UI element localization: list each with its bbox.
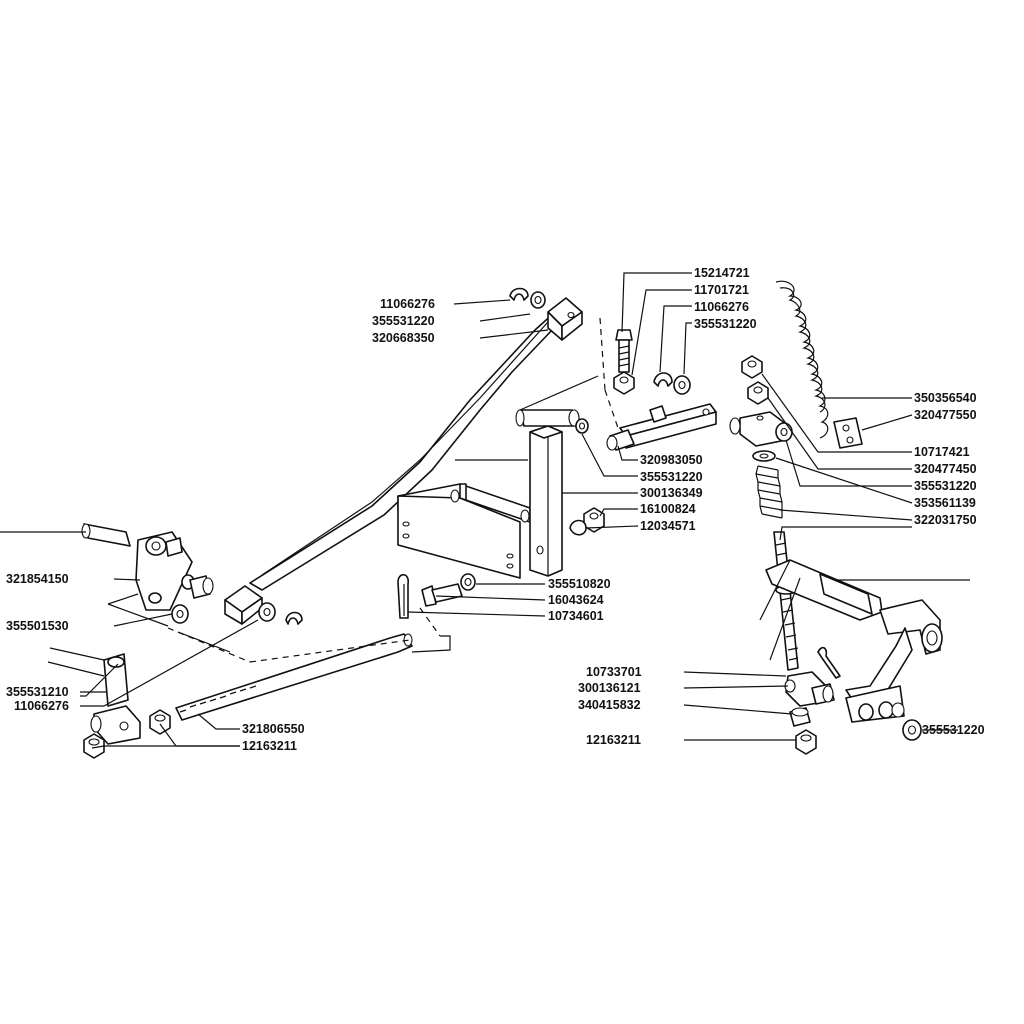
lower-left-lever bbox=[47, 647, 171, 759]
long-rod bbox=[175, 633, 413, 721]
label-11701721: 11701721 bbox=[694, 283, 749, 297]
label-12034571: 12034571 bbox=[640, 519, 696, 533]
label-320983050: 320983050 bbox=[640, 453, 703, 467]
label-300136349: 300136349 bbox=[640, 486, 703, 500]
label-11066276-right: 11066276 bbox=[694, 300, 749, 314]
label-11066276-left: 11066276 bbox=[14, 699, 69, 713]
label-10733701: 10733701 bbox=[586, 665, 642, 679]
label-15214721: 15214721 bbox=[694, 266, 750, 280]
clip-lower-mid bbox=[285, 611, 303, 625]
label-355531220-bottom: 355531220 bbox=[922, 723, 985, 737]
label-16100824: 16100824 bbox=[640, 502, 696, 516]
right-assembly bbox=[729, 280, 970, 755]
label-355531210: 355531210 bbox=[6, 685, 69, 699]
label-340415832: 340415832 bbox=[578, 698, 641, 712]
label-16043624: 16043624 bbox=[548, 593, 604, 607]
label-10734601: 10734601 bbox=[548, 609, 604, 623]
label-321854150: 321854150 bbox=[6, 572, 69, 586]
label-321806550: 321806550 bbox=[242, 722, 305, 736]
left-plate bbox=[81, 523, 251, 663]
parts-drawing bbox=[47, 280, 970, 759]
label-320477450: 320477450 bbox=[914, 462, 977, 476]
clip-top-left bbox=[509, 287, 529, 301]
label-322031750: 322031750 bbox=[914, 513, 977, 527]
bracket-plate bbox=[397, 375, 599, 579]
link-bar bbox=[599, 317, 717, 451]
label-355501530: 355501530 bbox=[6, 619, 69, 633]
label-10717421: 10717421 bbox=[914, 445, 970, 459]
label-12163211-left: 12163211 bbox=[242, 739, 297, 753]
label-355510820: 355510820 bbox=[548, 577, 611, 591]
leader-lines bbox=[0, 272, 958, 749]
part-labels: 11066276 355531220 320668350 15214721 11… bbox=[6, 266, 985, 753]
label-320477550: 320477550 bbox=[914, 408, 977, 422]
label-355531220-top: 355531220 bbox=[372, 314, 435, 328]
top-bolt bbox=[613, 329, 635, 395]
label-11066276-top: 11066276 bbox=[380, 297, 435, 311]
label-300136121: 300136121 bbox=[578, 681, 641, 695]
main-lever bbox=[224, 297, 583, 625]
washer-small bbox=[569, 519, 587, 536]
label-355531220-mid: 355531220 bbox=[640, 470, 703, 484]
label-350356540: 350356540 bbox=[914, 391, 977, 405]
label-353561139: 353561139 bbox=[914, 496, 976, 510]
label-355531220-right: 355531220 bbox=[694, 317, 757, 331]
label-12163211-right: 12163211 bbox=[586, 733, 641, 747]
label-355531220-spring: 355531220 bbox=[914, 479, 977, 493]
clip-top-right bbox=[653, 372, 673, 387]
label-320668350: 320668350 bbox=[372, 331, 435, 345]
